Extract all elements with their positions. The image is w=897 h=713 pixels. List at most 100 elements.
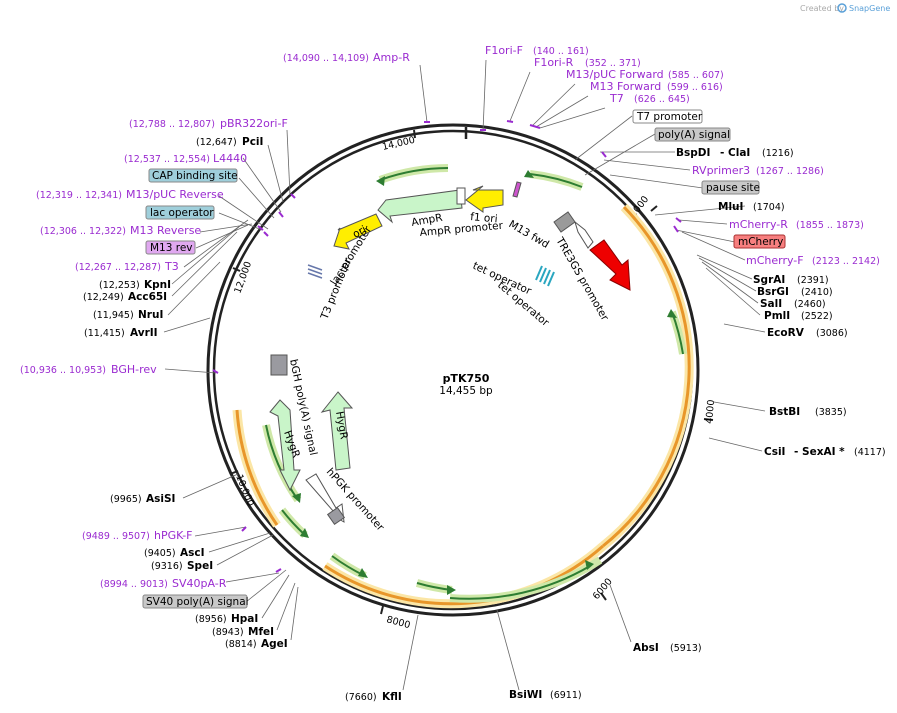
lac-operator-bars — [307, 264, 323, 279]
t7-promoter-box — [632, 109, 703, 124]
primer-range-amp-r: (14,090 .. 14,109) — [283, 53, 369, 64]
enzyme-sexai: - SexAI * — [794, 446, 845, 458]
primer-range-bgh-rev: (10,936 .. 10,953) — [20, 365, 106, 376]
enzyme-pos-mfei: (8943) — [212, 627, 244, 638]
enzyme-mlui: MluI — [718, 201, 743, 213]
enzyme-pos-bspdi: (1216) — [762, 148, 794, 159]
primer-sv40pa-r: SV40pA-R — [172, 577, 227, 590]
enzyme-pos-mlui: (1704) — [753, 202, 785, 213]
enzyme-pos-pcii: (12,647) — [196, 137, 237, 148]
primer-marks — [212, 120, 682, 573]
enzyme-pos-bsrgi: (2410) — [801, 287, 833, 298]
primer-m13-puc-forward: M13/pUC Forward — [566, 68, 664, 81]
tick-label-8000: 8000 — [385, 614, 411, 631]
mcherry-label: mCherry — [738, 236, 783, 248]
enzyme-pos-sali: (2460) — [794, 299, 826, 310]
orange-feature-right — [602, 205, 691, 548]
primer-range-m13-puc-forward: (585 .. 607) — [668, 70, 724, 81]
bgh-polya-box — [270, 354, 288, 376]
enzyme-hpai: HpaI — [231, 613, 258, 625]
ori-arrow — [333, 213, 383, 250]
enzyme-pcii: PciI — [242, 136, 263, 148]
enzyme-pos-spei: (9316) — [151, 561, 183, 572]
enzyme-acc65i: Acc65I — [128, 291, 167, 303]
primer-range-m13-forward: (599 .. 616) — [667, 82, 723, 93]
primer-range-hpgk-f: (9489 .. 9507) — [82, 531, 150, 542]
enzyme-pos-avrii: (11,415) — [84, 328, 125, 339]
ampr-label: AmpR — [410, 212, 443, 229]
lac-operator-box — [145, 205, 215, 220]
enzyme-spei: SpeI — [187, 560, 213, 572]
tet-operator-bars — [535, 265, 555, 287]
enzyme-pos-sgrai: (2391) — [797, 275, 829, 286]
t3-promoter-label: T3 promoter — [318, 256, 354, 322]
primer-range-pbr322ori-f: (12,788 .. 12,807) — [129, 119, 215, 130]
enzyme-csii: CsiI — [764, 446, 785, 458]
primer-range-mcherry-f: (2123 .. 2142) — [812, 256, 880, 267]
enzyme-sgrai: SgrAI — [753, 274, 785, 286]
primer-f1ori-r: F1ori-R — [534, 56, 574, 69]
snapgene-logo-icon — [837, 3, 847, 13]
enzyme-pos-acc65i: (12,249) — [83, 292, 124, 303]
lac-operator-label: lac operator — [150, 207, 214, 219]
enzyme-pos-hpai: (8956) — [195, 614, 227, 625]
green-arrows — [262, 164, 687, 603]
primer-range-mcherry-r: (1855 .. 1873) — [796, 220, 864, 231]
m13-fwd-label: M13 fwd — [507, 218, 552, 251]
tick-label-14000: 14,000 — [381, 135, 416, 153]
enzyme-pos-nrui: (11,945) — [93, 310, 134, 321]
m13-rev-box — [145, 240, 196, 255]
enzyme-agei: AgeI — [261, 638, 288, 650]
enzyme-pos-ecorv: (3086) — [816, 328, 848, 339]
enzyme-kpni: KpnI — [144, 279, 171, 291]
primer-t3: T3 — [164, 260, 179, 273]
primer-pbr322ori-f: pBR322ori-F — [220, 117, 288, 130]
primer-m13-reverse: M13 Reverse — [130, 224, 201, 237]
mcherry-box — [733, 234, 786, 249]
ori-label: ori — [351, 224, 369, 241]
pause-site-label-box — [701, 180, 760, 195]
enzyme-pos-pmli: (2522) — [801, 311, 833, 322]
enzyme-pmli: PmlI — [764, 310, 790, 322]
cap-binding-site-box — [148, 168, 238, 183]
enzyme-bsrgi: BsrGI — [757, 286, 789, 298]
hygr-label-1: HygR — [333, 410, 350, 440]
m13-fwd-mark — [512, 181, 522, 198]
enzyme-bspdi: BspDI — [676, 147, 710, 159]
enzyme-pos-asisi: (9965) — [110, 494, 142, 505]
leader-lines — [163, 59, 766, 691]
primer-m13-forward: M13 Forward — [590, 80, 661, 93]
enzyme-pos-bsiwi: (6911) — [550, 690, 582, 701]
created-by-text: Created by — [800, 4, 844, 13]
polya-signal-box — [654, 127, 731, 142]
primer-range-l4440: (12,537 .. 12,554) — [124, 154, 210, 165]
primer-mcherry-r: mCherry-R — [729, 218, 788, 231]
primer-range-m13-reverse: (12,306 .. 12,322) — [40, 226, 126, 237]
enzyme-pos-bstbi: (3835) — [815, 407, 847, 418]
enzyme-pos-kfli: (7660) — [345, 692, 377, 703]
primer-range-sv40pa-r: (8994 .. 9013) — [100, 579, 168, 590]
primer-hpgk-f: hPGK-F — [154, 529, 192, 542]
hygr-arrow-1 — [320, 391, 354, 471]
hpgk-promoter-label: hPGK promoter — [324, 466, 387, 534]
primer-range-m13-puc-reverse: (12,319 .. 12,341) — [36, 190, 122, 201]
sv40-polya-label: SV40 poly(A) signal — [146, 596, 249, 608]
m13-rev-label: M13 rev — [150, 242, 193, 254]
enzyme-clai: - ClaI — [720, 147, 750, 159]
enzyme-mfei: MfeI — [248, 626, 274, 638]
enzyme-bsiwi: BsiWI — [509, 689, 542, 701]
enzyme-pos-kpni: (12,253) — [99, 280, 140, 291]
enzyme-pos-agei: (8814) — [225, 639, 257, 650]
sv40-polya-box — [326, 506, 346, 526]
primer-t7: T7 — [609, 92, 624, 105]
primer-range-t3: (12,267 .. 12,287) — [75, 262, 161, 273]
enzyme-absi: AbsI — [633, 642, 659, 654]
ampr-promoter-box — [456, 187, 466, 205]
cap-binding-site-label: CAP binding site — [152, 170, 238, 182]
primer-f1ori-f: F1ori-F — [485, 44, 523, 57]
primer-amp-r: Amp-R — [373, 51, 410, 64]
primer-range-f1ori-r: (352 .. 371) — [585, 58, 641, 69]
enzyme-asisi: AsiSI — [146, 493, 175, 505]
enzyme-pos-csii: (4117) — [854, 447, 886, 458]
enzyme-avrii: AvrII — [130, 327, 158, 339]
